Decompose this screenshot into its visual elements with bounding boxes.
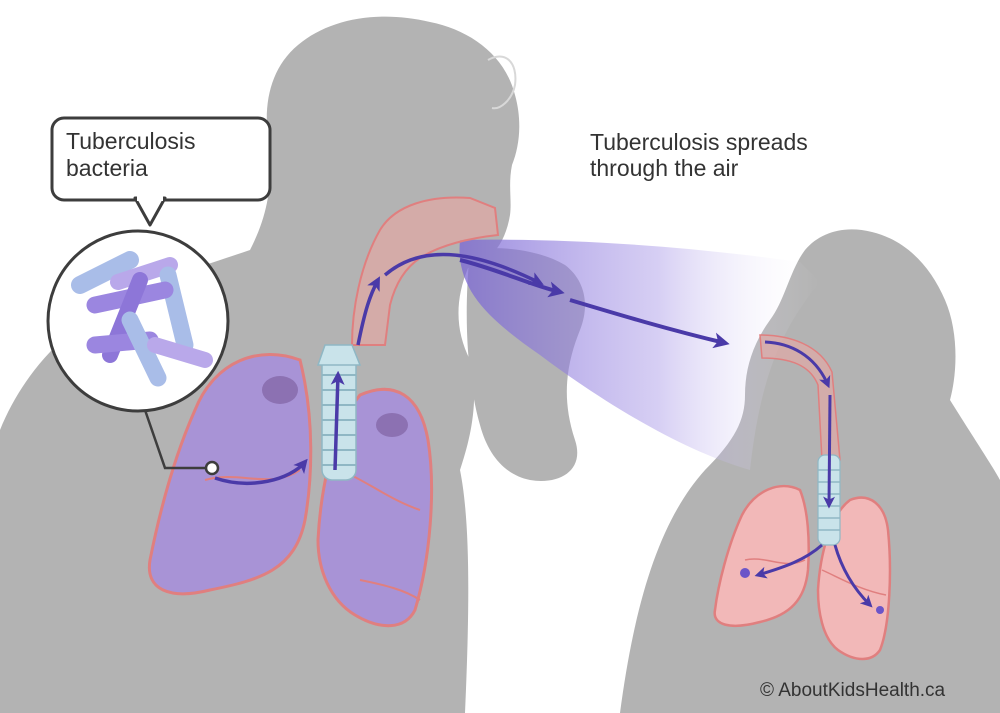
callout-line-2: bacteria [66, 155, 148, 182]
glasses [487, 55, 517, 110]
arrow-icon [459, 258, 565, 298]
arrow-icon [569, 298, 730, 349]
right-arrows [754, 340, 873, 608]
arrow-icon [383, 252, 544, 285]
bacteria-rod-icon [121, 311, 167, 387]
right-person-silhouette [620, 229, 1000, 713]
headline-line-2: through the air [590, 154, 739, 181]
callout-label: Tuberculosis bacteria [52, 118, 270, 200]
airstream-cone [459, 239, 820, 470]
arrow-icon [823, 394, 836, 509]
arrow-icon [330, 370, 345, 471]
copyright-notice: © AboutKidsHealth.ca [760, 680, 946, 701]
arrow-icon [214, 458, 308, 485]
airstream-arrows [459, 258, 730, 349]
headline: Tuberculosis spreads through the air [590, 129, 808, 182]
arrow-icon [754, 543, 823, 579]
headline-line-1: Tuberculosis spreads [590, 129, 808, 155]
arrow-icon [833, 544, 873, 608]
bacteria-rod-icon [71, 251, 139, 294]
callout-line-1: Tuberculosis [66, 128, 196, 154]
callout-pointer [143, 409, 208, 470]
arrow-icon [764, 340, 831, 389]
arrow-icon [356, 276, 380, 346]
bacteria-callout [46, 116, 272, 476]
left-trachea [316, 344, 362, 481]
bacteria-rod-icon [147, 337, 213, 368]
right-lung-right-lobe [713, 484, 810, 628]
left-lung-right-lobe [147, 352, 313, 596]
infected-lungs [147, 352, 434, 628]
left-arrows [214, 252, 544, 485]
